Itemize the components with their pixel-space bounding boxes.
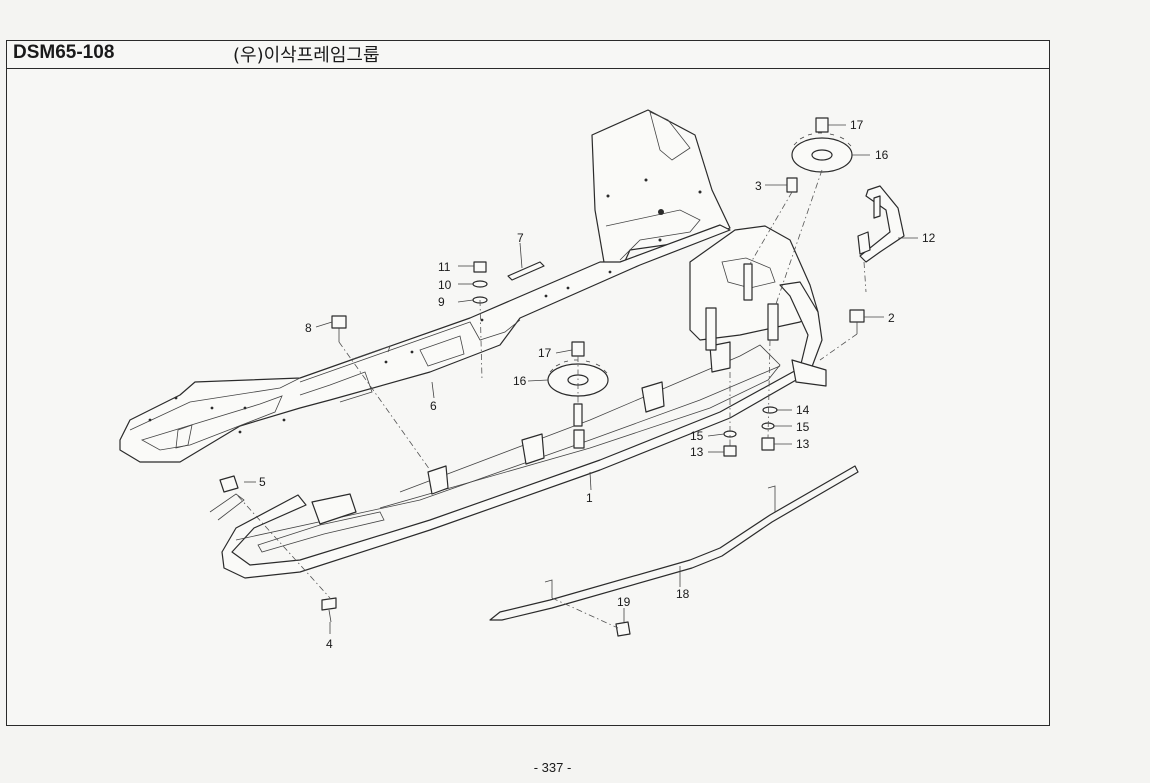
callout-13-right: 13: [796, 437, 810, 451]
page-number: - 337 -: [533, 760, 572, 775]
callout-6: 6: [430, 399, 437, 413]
title-block: DSM65-108 (우)이삭프레임그룹: [7, 41, 1049, 69]
centerlines: [237, 169, 867, 629]
callout-2: 2: [888, 311, 895, 325]
callout-14: 14: [796, 403, 810, 417]
callout-11: 11: [438, 260, 451, 274]
callout-10: 10: [438, 278, 452, 292]
group-title: (우)이삭프레임그룹: [233, 45, 380, 66]
callout-3: 3: [755, 179, 762, 193]
callout-9: 9: [438, 295, 445, 309]
main-frame-assembly: [221, 225, 827, 579]
callout-1: 1: [586, 491, 593, 505]
guide-rod-18: [489, 465, 859, 637]
callout-18: 18: [676, 587, 690, 601]
callout-16-lower: 16: [513, 374, 527, 388]
sprocket-16-upper: [786, 117, 853, 193]
callout-19: 19: [617, 595, 631, 609]
drawing-sheet: DSM65-108 (우)이삭프레임그룹: [6, 40, 1050, 726]
callout-13-left: 13: [690, 445, 704, 459]
callout-15-left: 15: [690, 429, 704, 443]
hook-12: [857, 185, 905, 263]
callout-15-right: 15: [796, 420, 810, 434]
callout-4: 4: [326, 637, 333, 651]
upper-frame-assembly: [119, 109, 731, 463]
callout-12: 12: [922, 231, 936, 245]
callout-7: 7: [517, 231, 524, 245]
model-code: DSM65-108: [13, 42, 115, 63]
callout-labels: 17 16 3 12 2 7 11 10 9 8 17 16 6 5 1 4 1…: [259, 118, 936, 651]
callout-16-upper: 16: [875, 148, 889, 162]
callout-17-upper: 17: [850, 118, 864, 132]
callout-17-lower: 17: [538, 346, 552, 360]
callout-5: 5: [259, 475, 266, 489]
leader-lines: [244, 124, 918, 634]
callout-8: 8: [305, 321, 312, 335]
